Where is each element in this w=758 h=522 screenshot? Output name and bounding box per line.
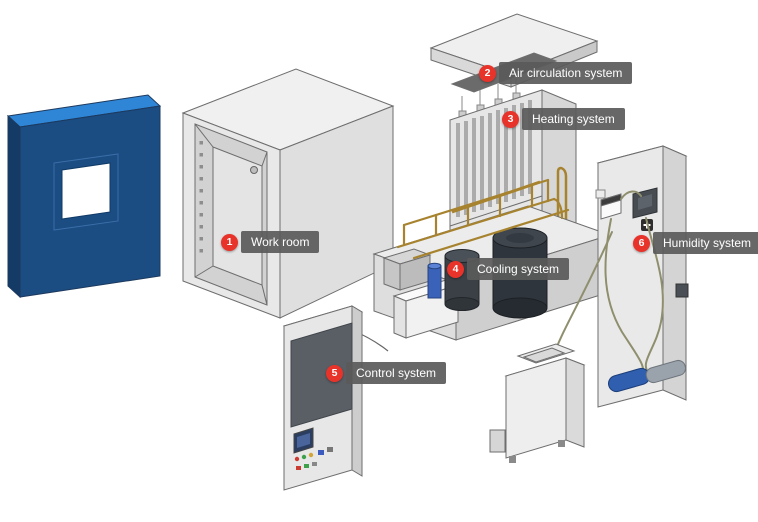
- panel-bracket: [675, 283, 689, 298]
- door-window: [61, 162, 111, 220]
- cabinet-buttons: [294, 447, 333, 470]
- callout-number-badge: 1: [221, 233, 238, 251]
- callout-number-badge: 6: [633, 234, 650, 252]
- humidity-plug: [595, 189, 606, 199]
- callout-label: Work room: [241, 231, 320, 254]
- callout-control-system: 5 Control system: [326, 362, 447, 385]
- pump-gray: [645, 359, 686, 384]
- callout-humidity-system: 6 Humidity system: [633, 232, 758, 255]
- condenser-coil: [382, 248, 432, 291]
- callout-work-room: 1 Work room: [221, 231, 320, 254]
- callout-number-badge: 4: [447, 260, 464, 278]
- work-room-box: [181, 68, 395, 319]
- callout-number-badge: 2: [479, 64, 496, 82]
- cabinet-door-panel: [290, 322, 353, 428]
- callout-number-badge: 3: [502, 110, 519, 128]
- callout-label: Control system: [346, 362, 447, 385]
- callout-label: Air circulation system: [499, 62, 633, 85]
- callout-number-badge: 5: [326, 364, 343, 382]
- interior-fan-hole: [250, 166, 258, 174]
- control-cabinet: [282, 305, 364, 491]
- callout-label: Cooling system: [467, 258, 570, 281]
- callout-air-circulation-system: 2 Air circulation system: [479, 62, 633, 85]
- cooling-piping: [396, 178, 570, 260]
- callout-cooling-system: 4 Cooling system: [447, 258, 570, 281]
- tank-side-box: [489, 429, 506, 453]
- accumulator-blue: [427, 262, 442, 299]
- callout-label: Humidity system: [653, 232, 758, 255]
- water-tank: [489, 343, 586, 463]
- callout-label: Heating system: [522, 108, 625, 131]
- humidity-panel: [595, 145, 689, 408]
- callout-heating-system: 3 Heating system: [502, 108, 625, 131]
- door-panel: [6, 94, 162, 299]
- heater-fins: [456, 100, 532, 217]
- shelf-rail-holes: [199, 141, 203, 253]
